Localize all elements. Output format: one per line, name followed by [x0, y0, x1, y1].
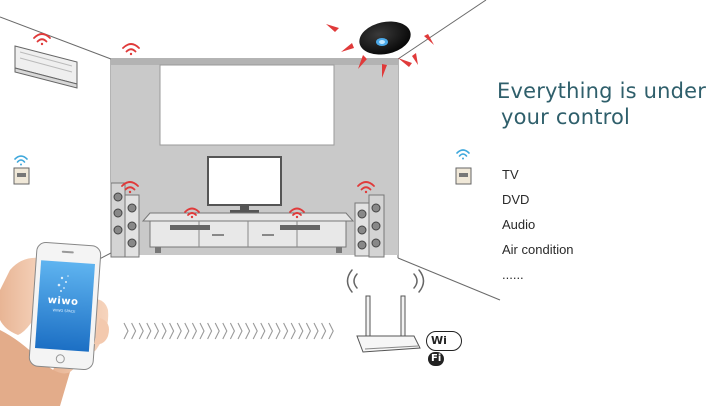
signal-chevron [252, 322, 258, 340]
signal-chevron [305, 322, 312, 340]
signal-chevron [222, 322, 228, 340]
projection-screen [159, 64, 335, 146]
wifi-logo-wi: Wi [431, 334, 447, 347]
signal-chevron [199, 322, 205, 340]
wifi-logo-fi: Fi [428, 352, 445, 366]
signal-chevron [207, 322, 213, 340]
ceiling-strip [111, 59, 398, 65]
wifi-router-icon [346, 269, 425, 353]
signal-chevron [138, 322, 144, 340]
tv-cabinet [141, 212, 355, 253]
signal-chevron [176, 322, 182, 340]
headline-line-2: your control [501, 105, 631, 129]
smartphone-icon [0, 242, 109, 406]
signal-wave-icon [33, 33, 375, 219]
device-list-item: ...... [502, 267, 524, 282]
signal-chevron [131, 322, 137, 340]
speaker-icon [110, 182, 140, 258]
signal-chevron [214, 322, 220, 340]
wifi-logo: WiFi [426, 331, 462, 366]
signal-chevron [290, 322, 296, 340]
signal-chevron [267, 322, 274, 340]
signal-chevron [169, 322, 175, 340]
remote-hub-icon [359, 21, 411, 55]
speaker-icon [354, 194, 385, 258]
signal-wave-icon [14, 149, 470, 166]
signal-chevron [191, 322, 198, 340]
device-list-item: Audio [502, 217, 536, 232]
device-list-item: Air condition [502, 242, 574, 257]
signal-chevron [321, 322, 327, 340]
air-conditioner-icon [14, 45, 78, 89]
ir-arrows [326, 24, 434, 78]
signal-chevron [313, 322, 319, 340]
signal-chevron [161, 322, 167, 340]
headline-line-1: Everything is under [497, 79, 707, 103]
light-switch-icon [13, 167, 30, 185]
dvd-player-icon [170, 225, 210, 230]
signal-chevron [283, 322, 289, 340]
signal-chevron [229, 322, 236, 340]
signal-chevron [328, 322, 334, 340]
device-list-item: DVD [502, 192, 530, 207]
signal-chevron [260, 322, 266, 340]
signal-chevron [275, 322, 281, 340]
signal-chevron [184, 322, 190, 340]
signal-stream [123, 322, 334, 340]
signal-chevron [123, 322, 129, 340]
signal-chevron [146, 322, 152, 340]
signal-chevron [298, 322, 304, 340]
signal-chevron [245, 322, 251, 340]
light-switch-icon [455, 167, 472, 185]
tv-icon [207, 156, 282, 214]
signal-chevron [237, 322, 243, 340]
device-list-item: TV [502, 167, 519, 182]
set-top-box-icon [280, 225, 320, 230]
device-list: TV DVD Audio Air condition ...... [502, 162, 574, 287]
signal-chevron [153, 322, 160, 340]
headline: Everything is under your control [497, 78, 706, 130]
